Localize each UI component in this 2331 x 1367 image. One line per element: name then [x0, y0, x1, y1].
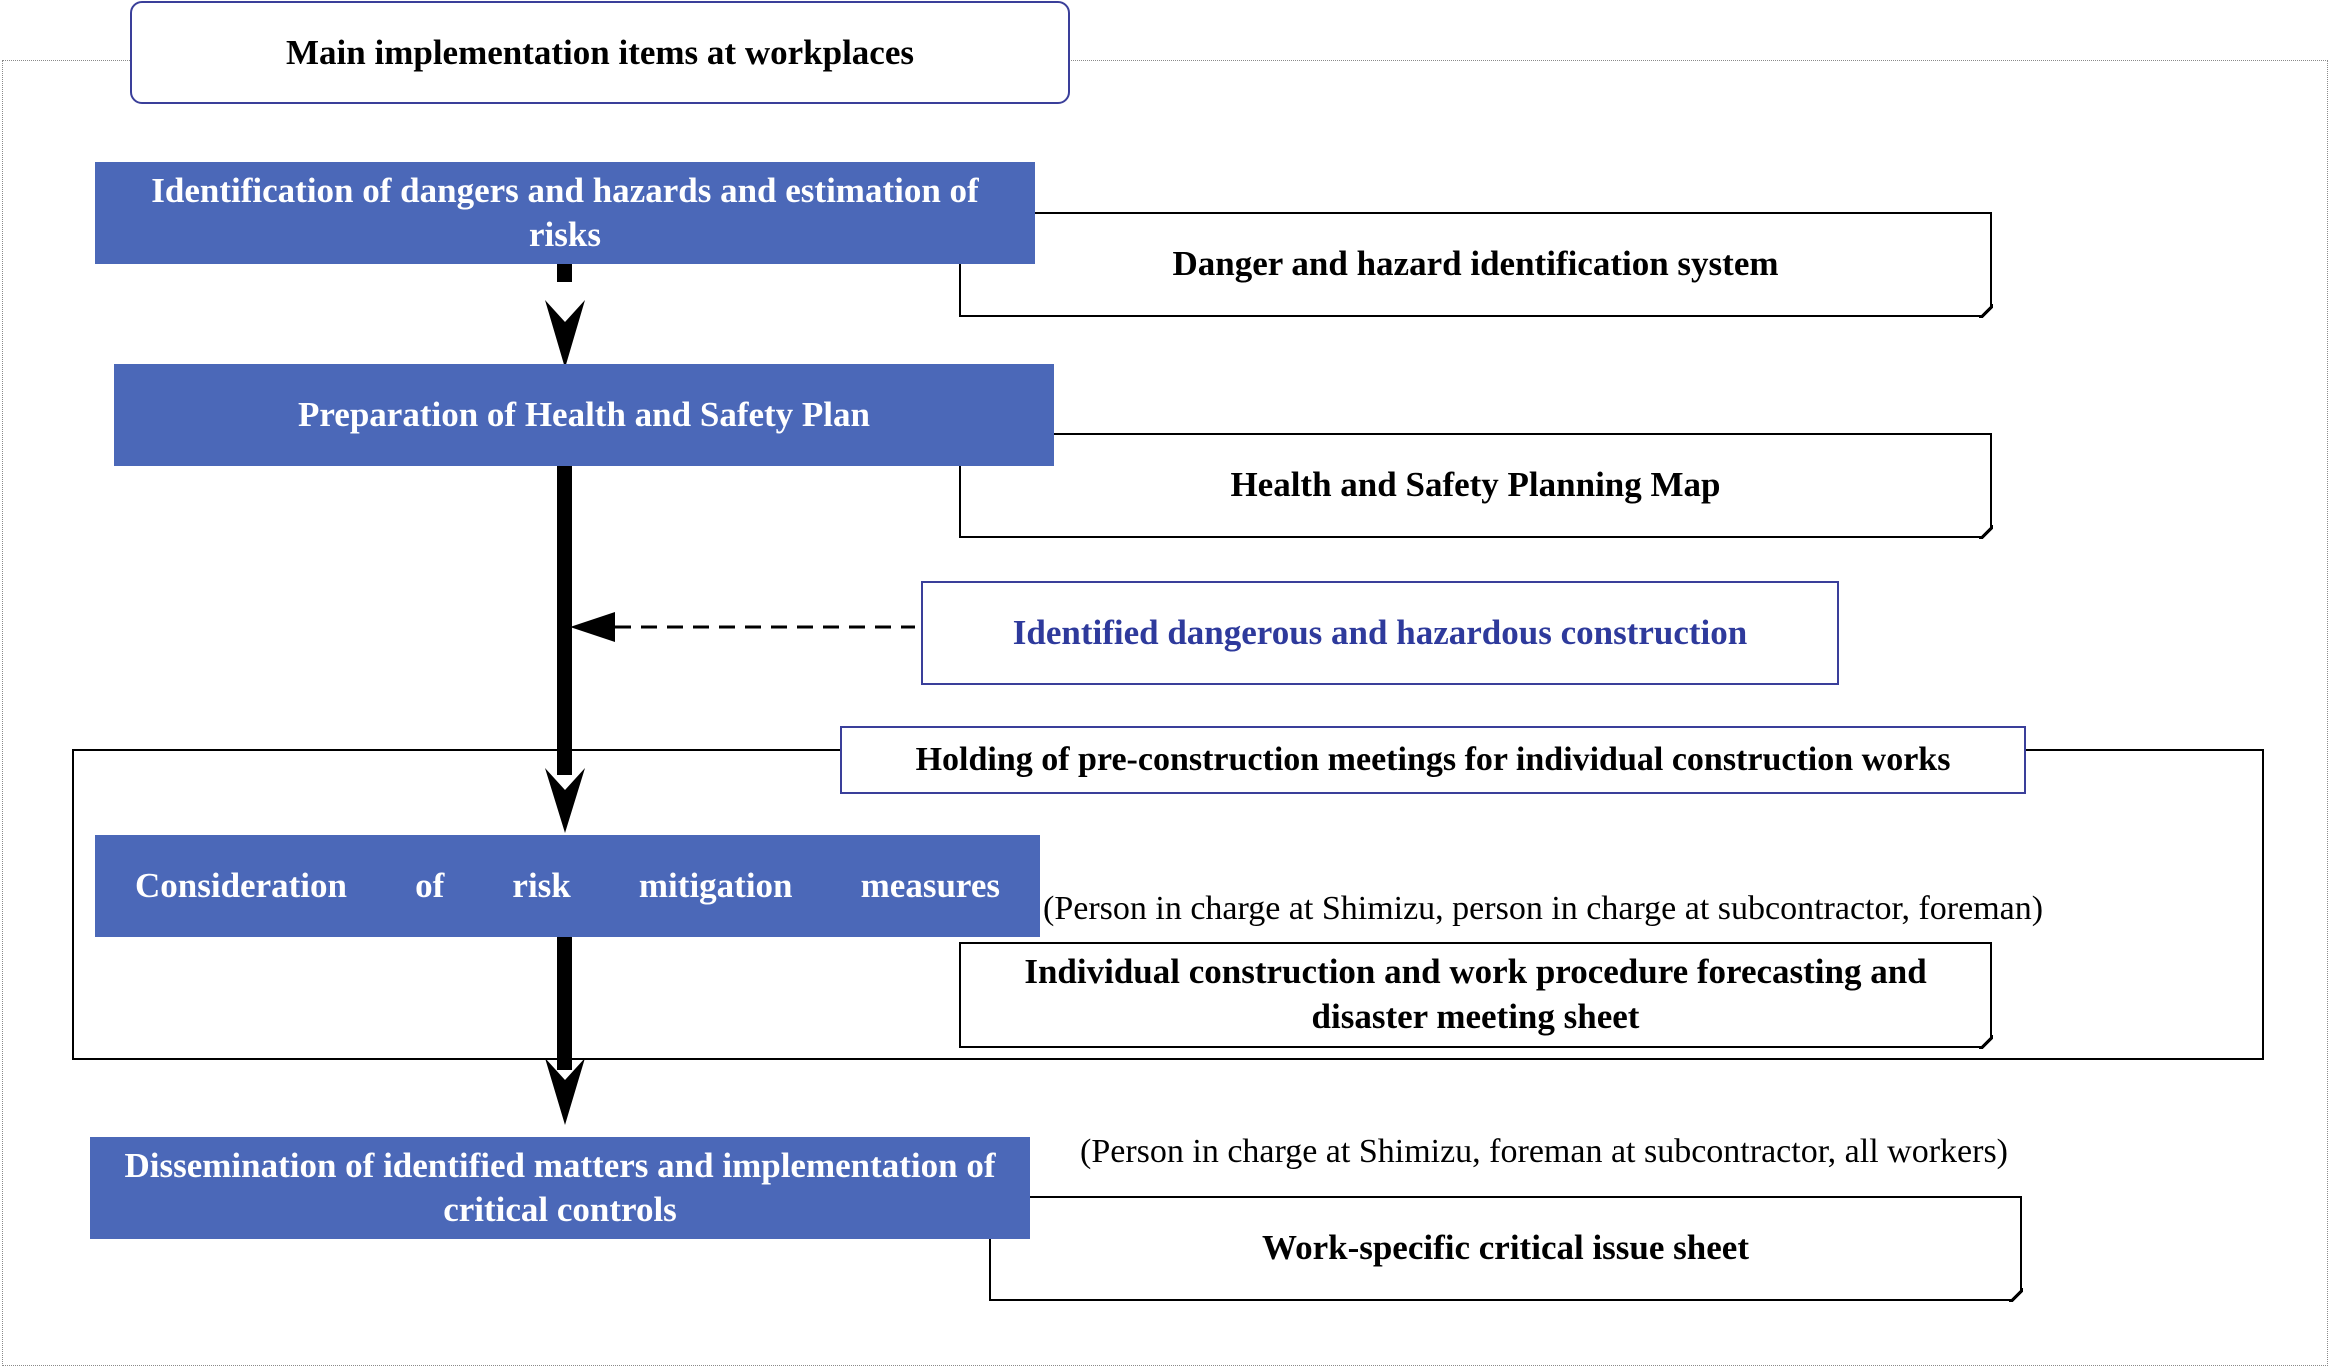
arrow-shaft-1: [557, 262, 572, 282]
dissemination-participants-note: (Person in charge at Shimizu, foreman at…: [1080, 1133, 2008, 1170]
document-box-danger-identification: Danger and hazard identification system: [959, 212, 1993, 318]
step-health-safety-plan: Preparation of Health and Safety Plan: [114, 364, 1054, 466]
arrow-shaft-2: [557, 460, 572, 775]
document-box-critical-issue-sheet: Work-specific critical issue sheet: [989, 1196, 2023, 1302]
step-label-word: measures: [860, 866, 1000, 906]
dashed-arrow-head: [570, 612, 615, 642]
arrow-head-1: [545, 300, 585, 368]
meeting-title: Holding of pre-construction meetings for…: [915, 741, 1951, 778]
step-label-word: mitigation: [638, 866, 793, 906]
page-fold-icon: [1979, 1035, 1993, 1049]
step-label: Identification of dangers and hazards an…: [151, 171, 979, 254]
document-label: Work-specific critical issue sheet: [1262, 1228, 1749, 1268]
header-title: Main implementation items at workplaces: [286, 32, 914, 72]
page-fold-icon: [1979, 304, 1993, 318]
document-label: Health and Safety Planning Map: [1230, 465, 1721, 505]
step-risk-mitigation: Consideration of risk mitigation measure…: [95, 835, 1040, 937]
identified-construction-label: Identified dangerous and hazardous const…: [1012, 613, 1748, 652]
document-box-planning-map: Health and Safety Planning Map: [959, 433, 1993, 539]
step-label: Dissemination of identified matters and …: [124, 1146, 996, 1229]
step-identification-of-risks: Identification of dangers and hazards an…: [95, 162, 1035, 264]
arrow-shaft-3: [557, 935, 572, 1070]
step-label: Consideration of risk mitigation measure…: [135, 864, 1000, 908]
step-label-word: Consideration: [135, 866, 347, 906]
header-title-box: Main implementation items at workplaces: [130, 1, 1070, 104]
meeting-title-box: Holding of pre-construction meetings for…: [840, 726, 2026, 794]
identified-construction-box: Identified dangerous and hazardous const…: [921, 581, 1839, 685]
step-dissemination: Dissemination of identified matters and …: [90, 1137, 1030, 1239]
step-label: Preparation of Health and Safety Plan: [298, 395, 870, 435]
page-fold-icon: [2009, 1288, 2023, 1302]
outer-dotted-frame: [2, 60, 2328, 1366]
meeting-participants-note: (Person in charge at Shimizu, person in …: [1043, 890, 2044, 927]
document-label: Individual construction and work procedu…: [1024, 952, 1927, 1036]
arrow-head-3: [545, 1058, 585, 1125]
document-label: Danger and hazard identification system: [1172, 244, 1779, 284]
document-box-meeting-sheet: Individual construction and work procedu…: [959, 942, 1993, 1049]
step-label-word: of: [415, 866, 445, 906]
page-fold-icon: [1979, 525, 1993, 539]
arrow-head-2: [545, 768, 585, 833]
step-label-word: risk: [512, 866, 571, 906]
